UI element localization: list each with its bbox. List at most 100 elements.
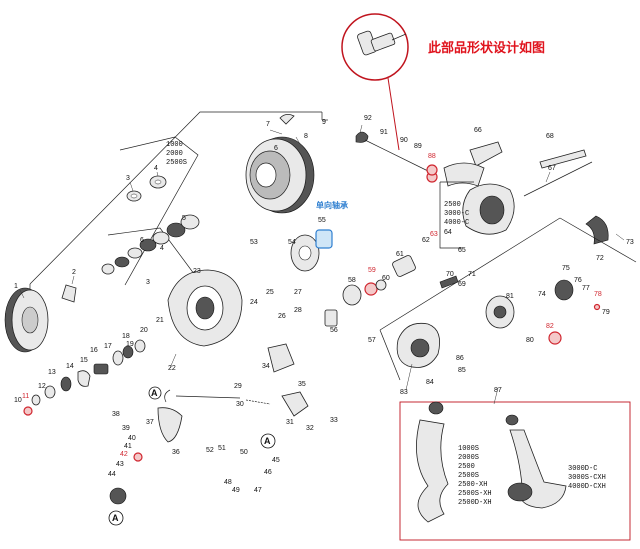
handle-size-l2: 2500 bbox=[458, 463, 475, 471]
part-label: 85 bbox=[458, 367, 466, 374]
part-label: 57 bbox=[368, 337, 376, 344]
part-label: 68 bbox=[546, 133, 554, 140]
clicker bbox=[61, 284, 77, 303]
part-label: 92 bbox=[364, 115, 372, 122]
callout-markers: A A A bbox=[108, 386, 276, 526]
part-label: 29 bbox=[234, 383, 242, 390]
part-label: 4 bbox=[160, 245, 164, 252]
part-label: 26 bbox=[278, 313, 286, 320]
part-label: 55 bbox=[318, 217, 326, 224]
body-size-0: 2500 bbox=[444, 201, 461, 209]
handle-size-r2: 4000D-CXH bbox=[568, 483, 606, 491]
part-label: 39 bbox=[122, 425, 130, 432]
part-label: 74 bbox=[538, 291, 546, 298]
part-label: 72 bbox=[596, 255, 604, 262]
part-label: 25 bbox=[266, 289, 274, 296]
rotor-nut-and-pinion: 单向轴承 bbox=[290, 200, 416, 327]
part-label: 13 bbox=[48, 369, 56, 376]
part-label: 4 bbox=[154, 165, 158, 172]
part-label: 70 bbox=[446, 271, 454, 278]
spool bbox=[245, 114, 315, 214]
part-label: 43 bbox=[116, 461, 124, 468]
part-label: 6 bbox=[140, 237, 144, 244]
part-label: 89 bbox=[414, 143, 422, 150]
part-label: 51 bbox=[218, 445, 226, 452]
part-label: 11 bbox=[22, 393, 29, 400]
main-gear-assembly bbox=[396, 275, 601, 368]
part-label: 50 bbox=[240, 449, 248, 456]
spool-size-2: 2500S bbox=[166, 159, 187, 167]
part-label: 64 bbox=[444, 229, 452, 236]
part-label: 41 bbox=[124, 443, 132, 450]
handle-size-l3: 2500S bbox=[458, 472, 479, 480]
part-label: 75 bbox=[562, 265, 570, 272]
handle-size-l6: 2500D-XH bbox=[458, 499, 492, 507]
part-label: 67 bbox=[548, 165, 556, 172]
part-label: 32 bbox=[306, 425, 314, 432]
handle-size-l1: 2000S bbox=[458, 454, 479, 462]
part-label: 19 bbox=[126, 341, 134, 348]
part-label: 18 bbox=[122, 333, 130, 340]
part-label: 31 bbox=[286, 419, 294, 426]
part-label: 33 bbox=[330, 417, 338, 424]
part-label: 87 bbox=[494, 387, 502, 394]
part-label: 83 bbox=[400, 389, 408, 396]
part-label: 52 bbox=[206, 447, 214, 454]
spool-size-0: 1000 bbox=[166, 141, 183, 149]
callout-a-2: A bbox=[264, 436, 271, 446]
part-label: 46 bbox=[264, 469, 272, 476]
part-label: 36 bbox=[172, 449, 180, 456]
part-label: 88 bbox=[428, 153, 436, 160]
part-label: 54 bbox=[288, 239, 296, 246]
part-label: 9 bbox=[322, 119, 326, 126]
part-label: 66 bbox=[474, 127, 482, 134]
part-label: 35 bbox=[298, 381, 306, 388]
part-label: 3 bbox=[146, 279, 150, 286]
part-label: 60 bbox=[382, 275, 390, 282]
part-labels: 1 2 3 3 4 4 5 6 6 7 8 9 10 11 12 13 14 1… bbox=[14, 115, 634, 494]
part-label: 79 bbox=[602, 309, 610, 316]
part-label: 78 bbox=[594, 291, 602, 298]
washer-set-upper bbox=[126, 175, 167, 202]
one-way-bearing bbox=[315, 229, 333, 249]
handle-size-l4: 2500-XH bbox=[458, 481, 487, 489]
body-size-1: 3000-C bbox=[444, 210, 469, 218]
part-label: 80 bbox=[526, 337, 534, 344]
part-label: 10 bbox=[14, 397, 22, 404]
part-label: 62 bbox=[422, 237, 430, 244]
part-label: 24 bbox=[250, 299, 258, 306]
leader-lines bbox=[19, 124, 625, 405]
part-label: 81 bbox=[506, 293, 514, 300]
bail-assembly bbox=[355, 131, 593, 197]
part-label: 37 bbox=[146, 419, 154, 426]
part-label: 30 bbox=[236, 401, 244, 408]
part-label: 40 bbox=[128, 435, 136, 442]
part-label: 53 bbox=[250, 239, 258, 246]
body-size-2: 4000-C bbox=[444, 219, 469, 227]
handle-size-l5: 2500S-XH bbox=[458, 490, 492, 498]
part-label: 2 bbox=[72, 269, 76, 276]
part-label: 56 bbox=[330, 327, 338, 334]
part-label: 58 bbox=[348, 277, 356, 284]
detail-callout: 此部品形状设计如图 bbox=[341, 13, 545, 151]
part-label: 34 bbox=[262, 363, 270, 370]
part-label: 42 bbox=[120, 451, 128, 458]
part-label: 49 bbox=[232, 487, 240, 494]
part-label: 27 bbox=[294, 289, 302, 296]
rotor bbox=[167, 269, 243, 347]
bearing-label: 单向轴承 bbox=[316, 200, 348, 210]
part-label: 45 bbox=[272, 457, 280, 464]
handle-box: 1000S 2000S 2500 2500S 2500-XH 2500S-XH … bbox=[399, 401, 631, 541]
body-bracket: 2500 3000-C 4000-C bbox=[379, 181, 637, 381]
left-small-parts bbox=[23, 339, 146, 462]
part-label: 84 bbox=[426, 379, 434, 386]
part-label: 44 bbox=[108, 471, 116, 478]
bail-arm-and-lever bbox=[109, 343, 309, 505]
part-label: 63 bbox=[430, 231, 438, 238]
part-label: 47 bbox=[254, 487, 262, 494]
part-label: 91 bbox=[380, 129, 388, 136]
part-label: 3 bbox=[126, 175, 130, 182]
part-label: 69 bbox=[458, 281, 466, 288]
part-label: 59 bbox=[368, 267, 376, 274]
